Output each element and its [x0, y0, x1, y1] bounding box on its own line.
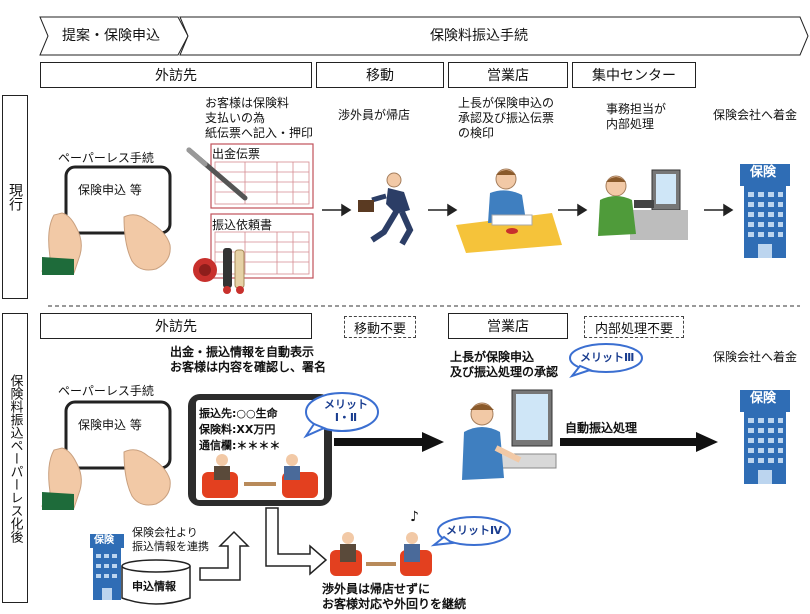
after-no-internal-box: 内部処理不要	[584, 316, 684, 338]
current-flow-arrows	[322, 203, 734, 217]
screen-line-memo: 通信欄:＊＊＊＊	[199, 439, 281, 452]
merit-3-text: メリットⅢ	[580, 351, 635, 364]
arrow-tablet-to-branch	[334, 432, 444, 452]
customer-meeting-illustration	[330, 532, 432, 576]
after-paperless-label: ペーパーレス手続	[58, 384, 154, 398]
merit-3-bubble	[569, 343, 643, 379]
after-approval-note: 上長が保険申込 及び振込処理の承認	[450, 350, 559, 379]
outline-arrows	[199, 507, 328, 581]
auto-transfer-label: 自動振込処理	[565, 421, 638, 435]
slip-label-transfer: 振込依頼書	[212, 218, 273, 232]
arrow-to-field	[265, 507, 328, 576]
process-header	[39, 16, 809, 56]
after-arrival-note: 保険会社へ着金	[713, 350, 798, 364]
after-flow-arrows	[334, 432, 718, 452]
after-column-visit: 外訪先	[40, 313, 312, 339]
after-auto-display-note: 出金・振込情報を自動表示 お客様は内容を確認し、署名	[170, 345, 327, 374]
arrow-link-up	[199, 530, 250, 581]
building-sign-after: 保険	[750, 391, 777, 406]
current-approval-note: 上長が保険申込の 承認及び振込伝票 の検印	[458, 96, 555, 140]
manager-stamping-illustration	[456, 168, 562, 253]
after-column-branch: 営業店	[448, 313, 568, 339]
tablet-illustration-after	[41, 400, 172, 510]
building-sign-current: 保険	[750, 165, 777, 180]
column-move: 移動	[316, 62, 444, 88]
row-label-after: 保険料振込ペーパーレス化後	[2, 313, 28, 603]
merit-4-text: メリットⅣ	[446, 524, 503, 537]
current-arrival-note: 保険会社へ着金	[713, 108, 798, 122]
arrow-branch-to-insurer	[560, 432, 718, 452]
column-branch: 営業店	[448, 62, 568, 88]
manager-computer-illustration	[462, 389, 557, 480]
column-visit: 外訪先	[40, 62, 312, 88]
merit-4-bubble	[430, 516, 511, 547]
header-step1-label: 提案・保険申込	[62, 28, 160, 44]
screen-line-payee: 振込先:○○生命	[199, 407, 278, 420]
screen-line-premium: 保険料:XX万円	[199, 423, 276, 436]
header-step1-arrow	[39, 16, 189, 56]
running-salesman-illustration	[358, 172, 414, 246]
paper-slips-illustration	[186, 143, 314, 294]
slip-label-withdrawal: 出金伝票	[212, 147, 261, 161]
after-tablet-text: 保険申込 等	[78, 418, 142, 432]
current-paperless-label: ペーパーレス手続	[58, 151, 154, 165]
current-return-note: 渉外員が帰店	[338, 108, 411, 122]
database-cylinder	[121, 559, 191, 605]
signing-tablet-illustration	[188, 394, 332, 506]
row-label-current: 現行	[2, 95, 28, 299]
tablet-illustration-current	[41, 165, 172, 275]
header-step2-label: 保険料振込手続	[430, 28, 528, 44]
link-note: 保険会社より 振込情報を連携	[132, 526, 209, 553]
footer-note: 渉外員は帰店せずに お客様対応や外回りを継続	[322, 582, 467, 611]
building-sign-small: 保険	[94, 535, 114, 546]
current-tablet-text: 保険申込 等	[78, 183, 142, 197]
insurance-building-current	[740, 164, 790, 258]
music-note-icon: ♪	[410, 509, 419, 525]
after-no-move-box: 移動不要	[344, 316, 416, 338]
current-slip-note: お客様は保険料 支払いの為 紙伝票へ記入・押印	[205, 96, 314, 140]
merit-1-2-text: メリット Ⅰ・Ⅱ	[324, 398, 368, 424]
header-step2-arrow	[179, 16, 809, 56]
clerk-computer-illustration	[598, 169, 688, 240]
row-separator	[48, 305, 800, 307]
merit-1-2-bubble	[303, 392, 379, 439]
column-center: 集中センター	[572, 62, 696, 88]
insurance-building-small	[90, 534, 124, 600]
database-label: 申込情報	[132, 580, 176, 593]
current-internal-note: 事務担当が 内部処理	[606, 102, 667, 131]
insurance-building-after	[740, 390, 790, 484]
